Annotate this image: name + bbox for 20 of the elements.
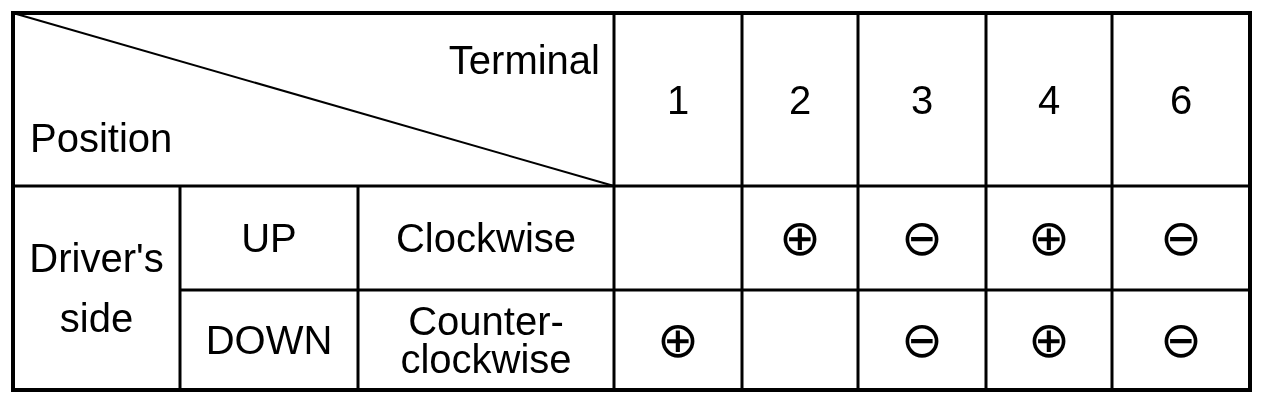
terminal-number: 1 (666, 80, 690, 119)
row-label: Counter-clockwise (399, 302, 573, 378)
column-header: Terminal (448, 41, 600, 79)
minus-symbol: ⊖ (1160, 321, 1202, 359)
row-label: Driver's side (28, 235, 165, 342)
terminal-number: 2 (788, 80, 812, 119)
plus-symbol: ⊕ (1028, 321, 1070, 359)
terminal-number: 3 (910, 80, 934, 119)
terminal-number: 6 (1169, 80, 1193, 119)
plus-symbol: ⊕ (657, 321, 699, 359)
plus-symbol: ⊕ (779, 219, 821, 257)
minus-symbol: ⊖ (901, 219, 943, 257)
row-label: UP (241, 219, 297, 257)
row-label: Clockwise (395, 219, 576, 257)
minus-symbol: ⊖ (1160, 219, 1202, 257)
row-header: Position (30, 119, 173, 157)
plus-symbol: ⊕ (1028, 219, 1070, 257)
row-label: DOWN (205, 321, 333, 359)
terminal-number: 4 (1037, 80, 1061, 119)
minus-symbol: ⊖ (901, 321, 943, 359)
